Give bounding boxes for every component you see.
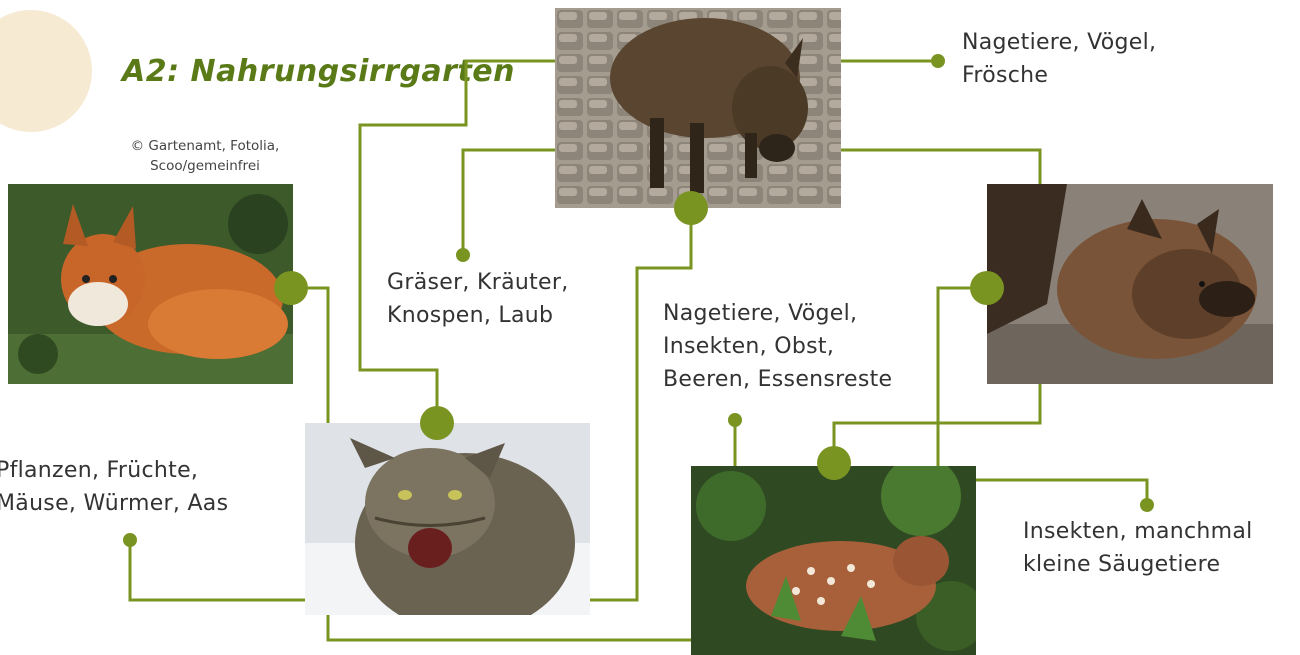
connector-dot-bat-food <box>1140 498 1154 512</box>
maze-line-boar-to-cat <box>360 61 555 423</box>
food-label-bat: Insekten, manchmal kleine Säugetiere <box>1023 515 1253 581</box>
maze-line-fawn-right <box>976 480 1147 505</box>
connector-dot-boar-bottom <box>674 191 708 225</box>
connector-dot-grass <box>456 248 470 262</box>
maze-line-boar-to-bat <box>841 150 1040 184</box>
connector-dot-cat <box>420 406 454 440</box>
connector-dot-fox <box>274 271 308 305</box>
food-label-left: Pflanzen, Früchte, Mäuse, Würmer, Aas <box>0 454 228 520</box>
food-label-middle: Nagetiere, Vögel, Insekten, Obst, Beeren… <box>663 297 892 396</box>
maze-line-cat-to-left <box>130 540 305 600</box>
maze-line-boar-to-cat-right <box>590 208 691 600</box>
maze-line-boar-to-grass <box>463 150 555 255</box>
maze-line-fox-to-cat <box>293 288 328 423</box>
connector-dot-fawn <box>817 446 851 480</box>
connector-dot-boar-right <box>931 54 945 68</box>
connector-dot-bat <box>970 271 1004 305</box>
maze-line-cat-to-fawn <box>328 615 691 640</box>
maze-line-bat-left <box>938 288 987 466</box>
connector-dot-left <box>123 533 137 547</box>
food-label-boar-right: Nagetiere, Vögel, Frösche <box>962 26 1156 92</box>
food-label-boar-left: Gräser, Kräuter, Knospen, Laub <box>387 266 569 332</box>
connector-dot-middle <box>728 413 742 427</box>
